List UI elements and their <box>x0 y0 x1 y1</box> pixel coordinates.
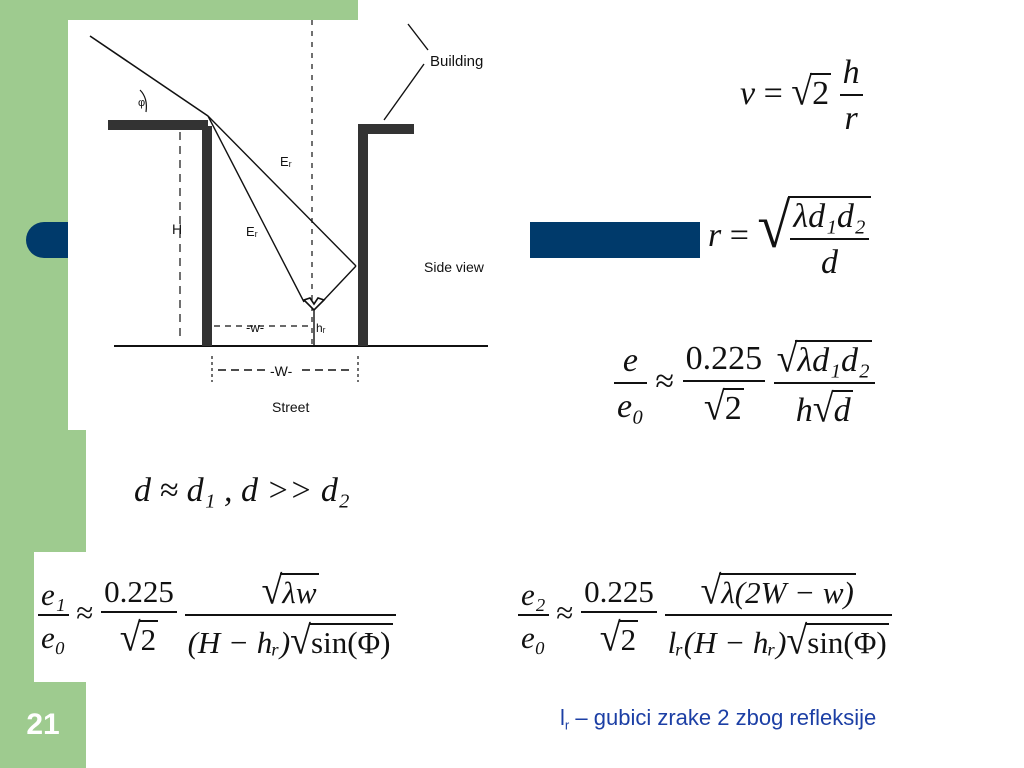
r-equals: = <box>729 217 749 254</box>
ratio-den: e₀ <box>617 388 644 425</box>
angle-arc <box>139 89 147 113</box>
e1-den: e₀ <box>41 620 66 655</box>
left-wall <box>202 126 212 346</box>
e1-constant: 0.225 √2 <box>101 576 177 657</box>
formula-box-e1 <box>34 552 488 682</box>
e2-right-fraction: √λ(2W − w) lᵣ(H − hᵣ)√sin(Φ) <box>664 571 892 661</box>
r-den: d <box>821 244 839 282</box>
formula-e2: e₂ e₀ ≈ 0.225 √2 √λ(2W − w) lᵣ(H − hᵣ)√s… <box>518 571 892 661</box>
accent-bar <box>530 222 700 258</box>
footnote-subscript: r <box>564 717 570 733</box>
building-leader-top <box>407 23 429 51</box>
right-roof <box>358 124 414 134</box>
w-small-label: -w- <box>246 320 264 335</box>
formula-r: r = √ λd₁d₂ d <box>708 195 871 282</box>
nu-num: h <box>839 56 863 96</box>
side-view-label: Side view <box>424 259 485 275</box>
reflected-ray <box>321 265 357 303</box>
ratio-right-fraction: √λd₁d₂ h√d <box>773 339 875 429</box>
formula-e1: e₁ e₀ ≈ 0.225 √2 √λw (H − hᵣ)√sin(Φ) <box>38 571 396 661</box>
h-label: H <box>172 221 182 237</box>
footnote: lr – gubici zrake 2 zbog refleksije <box>560 705 876 733</box>
urban-street-diagram: Building Side view Street H -W- -w- hᵣ E… <box>68 20 530 430</box>
hr-label: hᵣ <box>316 321 326 335</box>
ray-to-wall <box>207 115 357 267</box>
condition-text: d ≈ d₁ , d >> d₂ <box>134 472 350 509</box>
e2-num: e₂ <box>518 579 549 616</box>
ed-label: Eᵣ <box>246 224 258 239</box>
ratio-fraction: e e₀ <box>614 344 647 424</box>
e2-fraction: e₂ e₀ <box>518 579 549 653</box>
incoming-ray <box>89 35 209 117</box>
slide-number: 21 <box>26 708 60 741</box>
e1-num: e₁ <box>38 579 69 616</box>
formula-ratio: e e₀ ≈ 0.225 √2 √λd₁d₂ h√d <box>614 339 875 429</box>
ratio-const-num: 0.225 <box>682 342 766 382</box>
diagram-svg: Building Side view Street H -W- -w- hᵣ E… <box>89 20 488 415</box>
receiver-icon <box>302 297 326 312</box>
nu-root: 2 <box>810 72 832 112</box>
ratio-constant: 0.225 √2 <box>682 342 766 427</box>
nu-equals: = <box>763 74 783 112</box>
ratio-right-den-root: d <box>831 390 853 429</box>
e1-right-num: λw <box>280 573 319 610</box>
r-symbol: r <box>708 217 722 254</box>
e2-den: e₀ <box>521 620 546 655</box>
e2-right-den-a: lᵣ(H − hᵣ) <box>667 625 787 660</box>
building-label: Building <box>430 53 483 70</box>
nu-fraction: h r <box>839 56 863 137</box>
e1-right-fraction: √λw (H − hᵣ)√sin(Φ) <box>184 571 396 661</box>
direct-ray <box>207 115 305 303</box>
e1-const-den: 2 <box>138 619 159 657</box>
e2-right-den-root: sin(Φ) <box>805 623 889 660</box>
e2-const-den: 2 <box>618 619 639 657</box>
footnote-symbol: l <box>560 705 565 730</box>
e1-approx: ≈ <box>76 595 94 631</box>
ratio-right-den-h: h <box>795 392 813 429</box>
right-wall <box>358 130 368 346</box>
e2-approx: ≈ <box>556 595 574 631</box>
er-label: Eᵣ <box>280 154 292 169</box>
street-label: Street <box>272 399 309 415</box>
e2-constant: 0.225 √2 <box>581 576 657 657</box>
formula-nu: ν = √2 h r <box>740 56 863 136</box>
nu-symbol: ν <box>740 74 756 112</box>
e2-right-num: λ(2W − w) <box>719 573 856 610</box>
ratio-right-num: λd₁d₂ <box>795 340 872 379</box>
e1-const-num: 0.225 <box>101 576 177 613</box>
ratio-const-den: 2 <box>722 388 744 427</box>
ratio-num: e <box>614 344 647 384</box>
r-num: λd₁d₂ <box>790 200 869 241</box>
r-fraction: λd₁d₂ d <box>790 200 869 282</box>
ratio-approx: ≈ <box>655 362 675 400</box>
e1-right-den-root: sin(Φ) <box>309 623 393 660</box>
w-big-label: -W- <box>270 363 293 379</box>
left-roof <box>108 120 208 130</box>
building-leader <box>383 63 425 121</box>
phi-label: φ <box>138 97 145 109</box>
nu-den: r <box>844 100 858 137</box>
e2-const-num: 0.225 <box>581 576 657 613</box>
footnote-text: – gubici zrake 2 zbog refleksije <box>569 705 877 730</box>
e1-right-den-a: (H − hᵣ) <box>187 625 291 660</box>
top-band <box>86 0 358 22</box>
e1-fraction: e₁ e₀ <box>38 579 69 653</box>
